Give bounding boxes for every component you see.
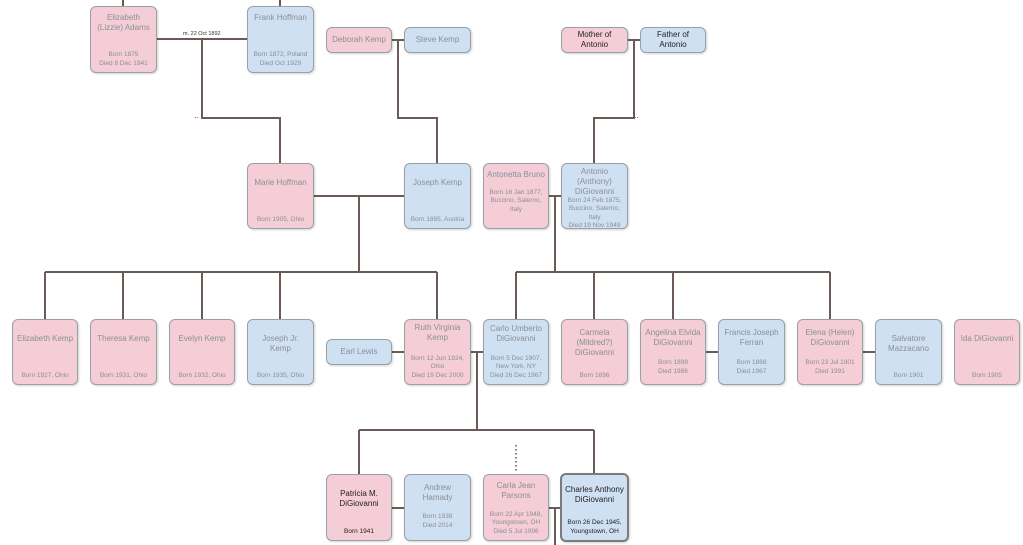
person-card-elena-digiovanni[interactable]: Elena (Helen) DiGiovanni Born 23 Jul 190… [797, 319, 863, 385]
born-date: Born 1905 [972, 371, 1002, 379]
born-date: Born 1875 [108, 51, 139, 59]
person-card-frank-hoffman[interactable]: Frank Hoffman Born 1872, Poland Died Oct… [247, 6, 314, 73]
person-card-joseph-kemp[interactable]: Joseph Kemp Born 1895, Austria [404, 163, 471, 229]
person-name: Antonetta Bruno [487, 170, 545, 179]
person-card-carlo-digiovanni[interactable]: Carlo Umberto DiGiovanni Born 5 Dec 1907… [483, 319, 549, 385]
died-date: Died 1967 [736, 367, 767, 375]
died-date: Died 1986 [658, 367, 688, 375]
person-name: Andrew Hamady [422, 483, 453, 502]
marriage-label: m. 22 Oct 1892 [183, 31, 221, 37]
born-date: Born 12 Jun 1924, Ohio [410, 354, 465, 371]
person-name: Francis Joseph Ferran [724, 328, 779, 347]
person-name: Deborah Kemp [332, 35, 386, 44]
person-name: Angelina Elvida DiGiovanni [645, 328, 701, 347]
person-card-mother-of-antonio[interactable]: Mother of Antonio [561, 27, 628, 53]
person-card-earl-lewis[interactable]: Earl Lewis [326, 339, 392, 365]
person-name: Joseph Kemp [413, 178, 462, 187]
person-card-ruth-kemp[interactable]: Ruth Virginia Kemp Born 12 Jun 1924, Ohi… [404, 319, 471, 385]
person-name: Steve Kemp [415, 35, 460, 44]
person-name: Elizabeth (Lizzie) Adams [97, 13, 150, 32]
died-date: Died 5 Jul 1996 [493, 527, 539, 535]
person-name: Elizabeth Kemp [16, 334, 74, 343]
person-card-marie-hoffman[interactable]: Marie Hoffman Born 1905, Ohio [247, 163, 314, 229]
born-date: Born 22 Apr 1948, Youngstown, OH [489, 510, 543, 527]
born-date: Born 1898 [658, 359, 688, 367]
person-card-angelina-digiovanni[interactable]: Angelina Elvida DiGiovanni Born 1898 Die… [640, 319, 706, 385]
person-name: Carmela (Mildred?) DiGiovanni [574, 328, 615, 357]
ellipsis-right: .. [634, 110, 640, 120]
person-card-elizabeth-kemp[interactable]: Elizabeth Kemp Born 1927, Ohio [12, 319, 78, 385]
born-date: Born 23 Jul 1901 [805, 359, 855, 367]
born-date: Born 1932, Ohio [178, 371, 226, 379]
died-date: Died 1991 [815, 367, 845, 375]
person-card-elizabeth-adams[interactable]: Elizabeth (Lizzie) Adams Born 1875 Died … [90, 6, 157, 73]
person-name: Ida DiGiovanni [960, 334, 1014, 343]
person-card-steve-kemp[interactable]: Steve Kemp [404, 27, 471, 53]
person-card-carmela-digiovanni[interactable]: Carmela (Mildred?) DiGiovanni Born 1896 [561, 319, 628, 385]
died-date: Died 26 Dec 1967 [489, 371, 543, 379]
died-date: Died 2014 [422, 521, 453, 529]
person-name: Ruth Virginia Kemp [414, 323, 461, 342]
born-date: Born 5 Dec 1907, New York, NY [490, 354, 542, 371]
person-name: Carlo Umberto DiGiovanni [489, 324, 542, 343]
person-name: Frank Hoffman [254, 13, 307, 22]
born-date: Born 1927, Ohio [21, 371, 69, 379]
person-name: Patricia M. DiGiovanni [339, 489, 379, 508]
person-card-theresa-kemp[interactable]: Theresa Kemp Born 1931, Ohio [90, 319, 157, 385]
person-name: Theresa Kemp [97, 334, 150, 343]
person-card-joseph-jr-kemp[interactable]: Joseph Jr. Kemp Born 1935, Ohio [247, 319, 314, 385]
person-card-salvatore-mazzacano[interactable]: Salvatore Mazzacano Born 1901 [875, 319, 942, 385]
born-date: Born 1895, Austria [410, 215, 465, 223]
person-card-andrew-hamady[interactable]: Andrew Hamady Born 1938 Died 2014 [404, 474, 471, 541]
born-date: Born 26 Dec 1945, Youngstown, OH [567, 519, 622, 535]
born-date: Born 1901 [893, 371, 924, 379]
died-date: Died 19 Dec 2000 [411, 371, 464, 379]
person-name: Antonio (Anthony) DiGiovanni [574, 167, 615, 196]
born-date: Born 24 Feb 1875, Buccino, Salerno, Ital… [567, 197, 622, 221]
died-date: Died 19 Nov 1949 [568, 222, 621, 230]
person-card-carla-parsons[interactable]: Carla Jean Parsons Born 22 Apr 1948, You… [483, 474, 549, 541]
born-date: Born 1935, Ohio [256, 371, 305, 379]
born-date: Born 1872, Poland [253, 51, 308, 59]
person-name: Earl Lewis [340, 347, 378, 356]
born-date: Born 1905, Ohio [256, 215, 305, 223]
born-date: Born 1931, Ohio [99, 371, 148, 379]
person-card-father-of-antonio[interactable]: Father of Antonio [640, 27, 706, 53]
person-card-ida-digiovanni[interactable]: Ida DiGiovanni Born 1905 [954, 319, 1020, 385]
person-name: Father of Antonio [656, 30, 689, 49]
person-name: Elena (Helen) DiGiovanni [805, 328, 855, 347]
person-card-antonio-digiovanni[interactable]: Antonio (Anthony) DiGiovanni Born 24 Feb… [561, 163, 628, 229]
person-name: Carla Jean Parsons [496, 481, 536, 500]
person-name: Mother of Antonio [577, 30, 612, 49]
person-name: Marie Hoffman [254, 178, 307, 187]
born-date: Born 1888 [736, 359, 767, 367]
died-date: Died 8 Dec 1941 [99, 59, 148, 67]
person-name: Evelyn Kemp [178, 334, 226, 343]
ellipsis-left: .. [194, 110, 200, 120]
person-card-francis-ferran[interactable]: Francis Joseph Ferran Born 1888 Died 196… [718, 319, 785, 385]
person-name: Joseph Jr. Kemp [262, 334, 299, 353]
person-card-evelyn-kemp[interactable]: Evelyn Kemp Born 1932, Ohio [169, 319, 235, 385]
person-card-charles-digiovanni[interactable]: Charles Anthony DiGiovanni Born 26 Dec 1… [560, 473, 629, 542]
person-card-deborah-kemp[interactable]: Deborah Kemp [326, 27, 392, 53]
person-card-antonetta-bruno[interactable]: Antonetta Bruno Born 16 Jan 1877, Buccin… [483, 163, 549, 229]
person-name: Salvatore Mazzacano [888, 334, 929, 353]
person-name: Charles Anthony DiGiovanni [565, 485, 624, 504]
born-date: Born 1896 [579, 371, 610, 379]
person-card-patricia-digiovanni[interactable]: Patricia M. DiGiovanni Born 1941 [326, 474, 392, 541]
born-date: Born 1938 [422, 513, 453, 521]
died-date: Died Oct 1929 [259, 59, 302, 67]
born-date: Born 1941 [344, 527, 374, 535]
born-date: Born 16 Jan 1877, Buccino, Salerno, Ital… [489, 188, 543, 213]
